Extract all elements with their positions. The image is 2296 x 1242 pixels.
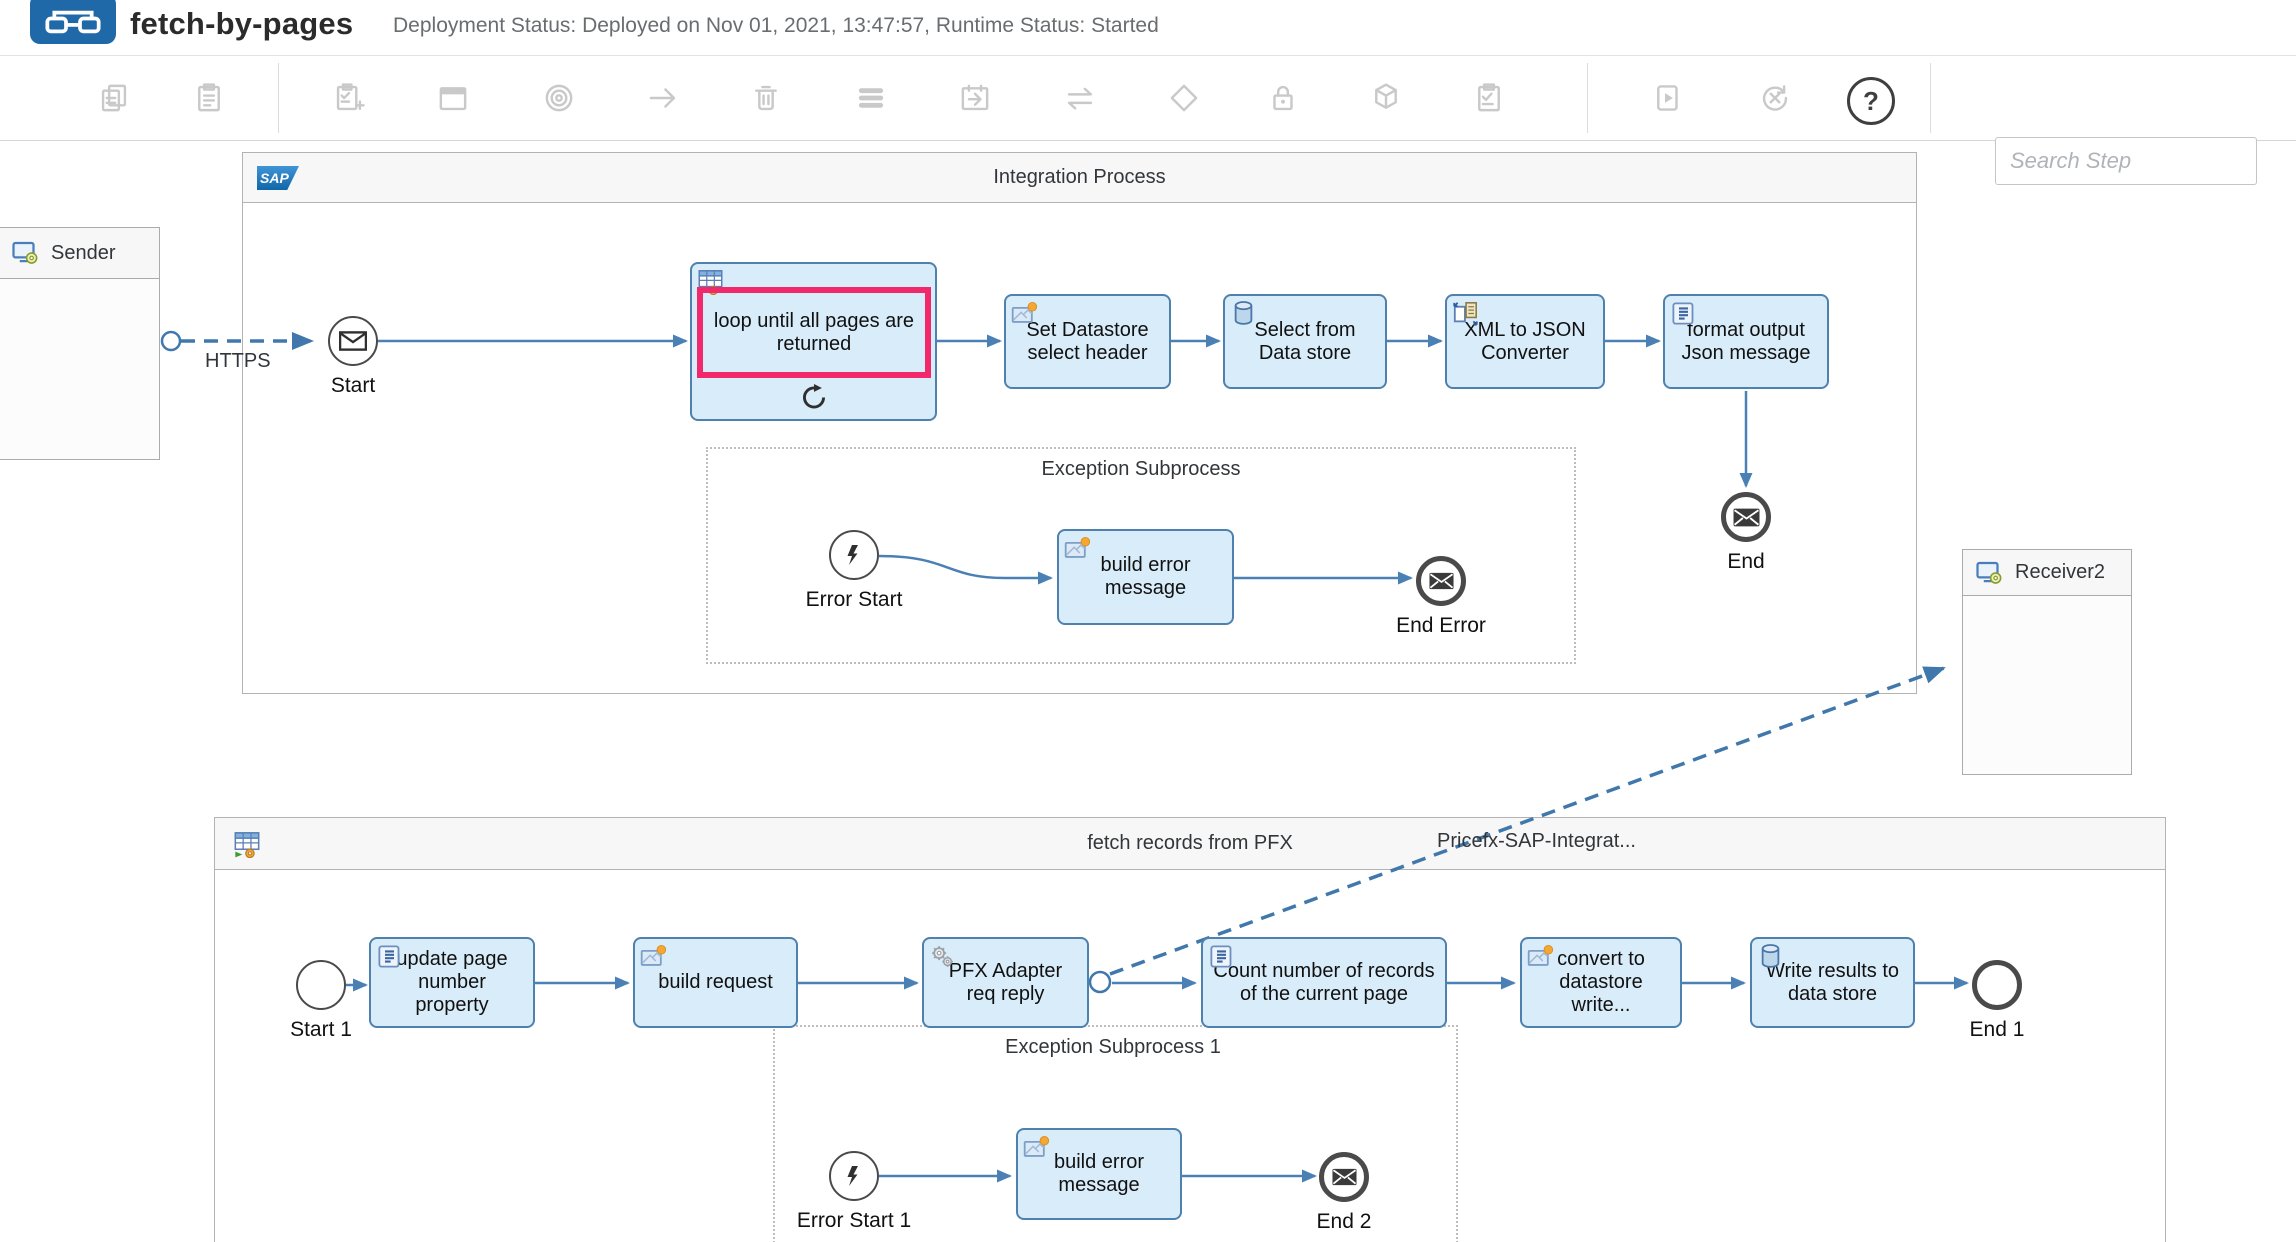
event-end-1[interactable]: End 1 xyxy=(1970,960,2024,1041)
converter-icon xyxy=(1452,300,1479,327)
exception-subprocess-title: Exception Subprocess xyxy=(1041,458,1241,480)
datastore-icon xyxy=(1757,943,1784,970)
content-modifier-icon xyxy=(1023,1134,1050,1161)
security-material-icon[interactable] xyxy=(1259,74,1307,122)
exception-subprocess[interactable] xyxy=(706,447,1576,664)
event-end-error[interactable]: End Error xyxy=(1396,556,1486,637)
persist-message-icon[interactable] xyxy=(1362,74,1410,122)
task-count-records[interactable]: Count number of records of the current p… xyxy=(1201,937,1447,1028)
task-build-error-message-1[interactable]: build error message xyxy=(1016,1128,1182,1220)
pool-integration-process-header[interactable]: SAP Integration Process xyxy=(243,153,1916,203)
script-icon xyxy=(1208,943,1235,970)
toolbar-separator xyxy=(1587,63,1588,133)
gateway-icon[interactable] xyxy=(1160,74,1208,122)
content-modifier-icon xyxy=(1527,943,1554,970)
app-header: fetch-by-pages Deployment Status: Deploy… xyxy=(0,0,2296,56)
pool-title: Integration Process xyxy=(993,166,1166,188)
search-step-input[interactable] xyxy=(1995,137,2257,185)
content-modifier-icon xyxy=(1011,300,1038,327)
process-icon[interactable] xyxy=(535,74,583,122)
task-convert-to-datastore-write[interactable]: convert to datastore write... xyxy=(1520,937,1682,1028)
add-step-icon[interactable] xyxy=(325,74,373,122)
task-xml-to-json-converter[interactable]: XML to JSON Converter xyxy=(1445,294,1605,389)
connector-icon[interactable] xyxy=(639,74,687,122)
help-icon[interactable]: ? xyxy=(1847,77,1895,125)
task-pfx-adapter-req-reply[interactable]: PFX Adapter req reply xyxy=(922,937,1089,1028)
system-icon xyxy=(11,238,41,268)
pool-title: fetch records from PFX xyxy=(1087,832,1293,854)
loop-marker-icon xyxy=(802,384,825,409)
integration-flow-icon xyxy=(30,0,116,44)
task-set-datastore-select-header[interactable]: Set Datastore select header xyxy=(1004,294,1171,389)
content-modifier-icon xyxy=(1064,535,1091,562)
message-icon xyxy=(339,331,367,351)
toolbar-separator xyxy=(278,63,279,133)
exception-subprocess-1-title: Exception Subprocess 1 xyxy=(1005,1036,1221,1058)
script-icon xyxy=(376,943,403,970)
list-icon[interactable] xyxy=(847,74,895,122)
task-update-page-number[interactable]: update page number property xyxy=(369,937,535,1028)
participant-receiver2[interactable]: Receiver2 xyxy=(1962,549,2132,775)
event-end-2[interactable]: End 2 xyxy=(1317,1152,1371,1233)
sap-logo: SAP xyxy=(257,166,299,190)
delete-icon[interactable] xyxy=(742,74,790,122)
checklist-icon[interactable] xyxy=(1465,74,1513,122)
participant-sender[interactable]: Sender xyxy=(0,227,160,460)
page-title: fetch-by-pages xyxy=(130,6,354,41)
message-icon xyxy=(1733,508,1760,527)
datastore-icon xyxy=(1230,300,1257,327)
search-highlight-box: loop until all pages are returned xyxy=(697,287,931,378)
adapter-label-https[interactable]: HTTPS xyxy=(205,350,271,372)
paste-icon[interactable] xyxy=(185,74,233,122)
task-loop-until-all-pages[interactable]: loop until all pages are returned xyxy=(690,262,937,421)
simulate-icon[interactable] xyxy=(1644,74,1692,122)
message-flow-label-pricefx[interactable]: Pricefx-SAP-Integrat... xyxy=(1437,830,1636,852)
event-end[interactable]: End xyxy=(1721,492,1771,573)
router-icon[interactable] xyxy=(1056,74,1104,122)
event-start-1[interactable]: Start 1 xyxy=(290,960,352,1041)
pool-fetch-records-header[interactable]: fetch records from PFX xyxy=(215,818,2165,870)
task-format-output-json[interactable]: format output Json message xyxy=(1663,294,1829,389)
error-bolt-icon xyxy=(842,1164,866,1188)
task-build-error-message[interactable]: build error message xyxy=(1057,529,1234,625)
error-bolt-icon xyxy=(842,543,866,567)
terminate-icon[interactable] xyxy=(1751,74,1799,122)
gears-icon xyxy=(929,943,956,970)
pool-fetch-records[interactable]: fetch records from PFX xyxy=(214,817,2166,1242)
task-build-request[interactable]: build request xyxy=(633,937,798,1028)
script-icon xyxy=(1670,300,1697,327)
editor-toolbar: ? xyxy=(0,56,2296,185)
system-icon xyxy=(1975,558,2005,588)
exception-subprocess-1[interactable] xyxy=(773,1025,1458,1242)
participant-label: Receiver2 xyxy=(2015,561,2106,583)
participant-label: Sender xyxy=(51,241,116,264)
event-start[interactable]: Start xyxy=(328,316,378,397)
content-modifier-icon xyxy=(640,943,667,970)
event-error-start[interactable]: Error Start xyxy=(806,530,902,611)
task-select-from-data-store[interactable]: Select from Data store xyxy=(1223,294,1387,389)
timer-event-icon[interactable] xyxy=(951,74,999,122)
task-write-results-to-data-store[interactable]: Write results to data store xyxy=(1750,937,1915,1028)
copy-icon[interactable] xyxy=(90,74,138,122)
deployment-status: Deployment Status: Deployed on Nov 01, 2… xyxy=(393,14,1159,37)
event-error-start-1[interactable]: Error Start 1 xyxy=(797,1151,911,1232)
message-icon xyxy=(1332,1168,1357,1186)
message-icon xyxy=(1429,572,1454,590)
toolbar-separator xyxy=(1930,63,1931,133)
participant-icon[interactable] xyxy=(429,74,477,122)
